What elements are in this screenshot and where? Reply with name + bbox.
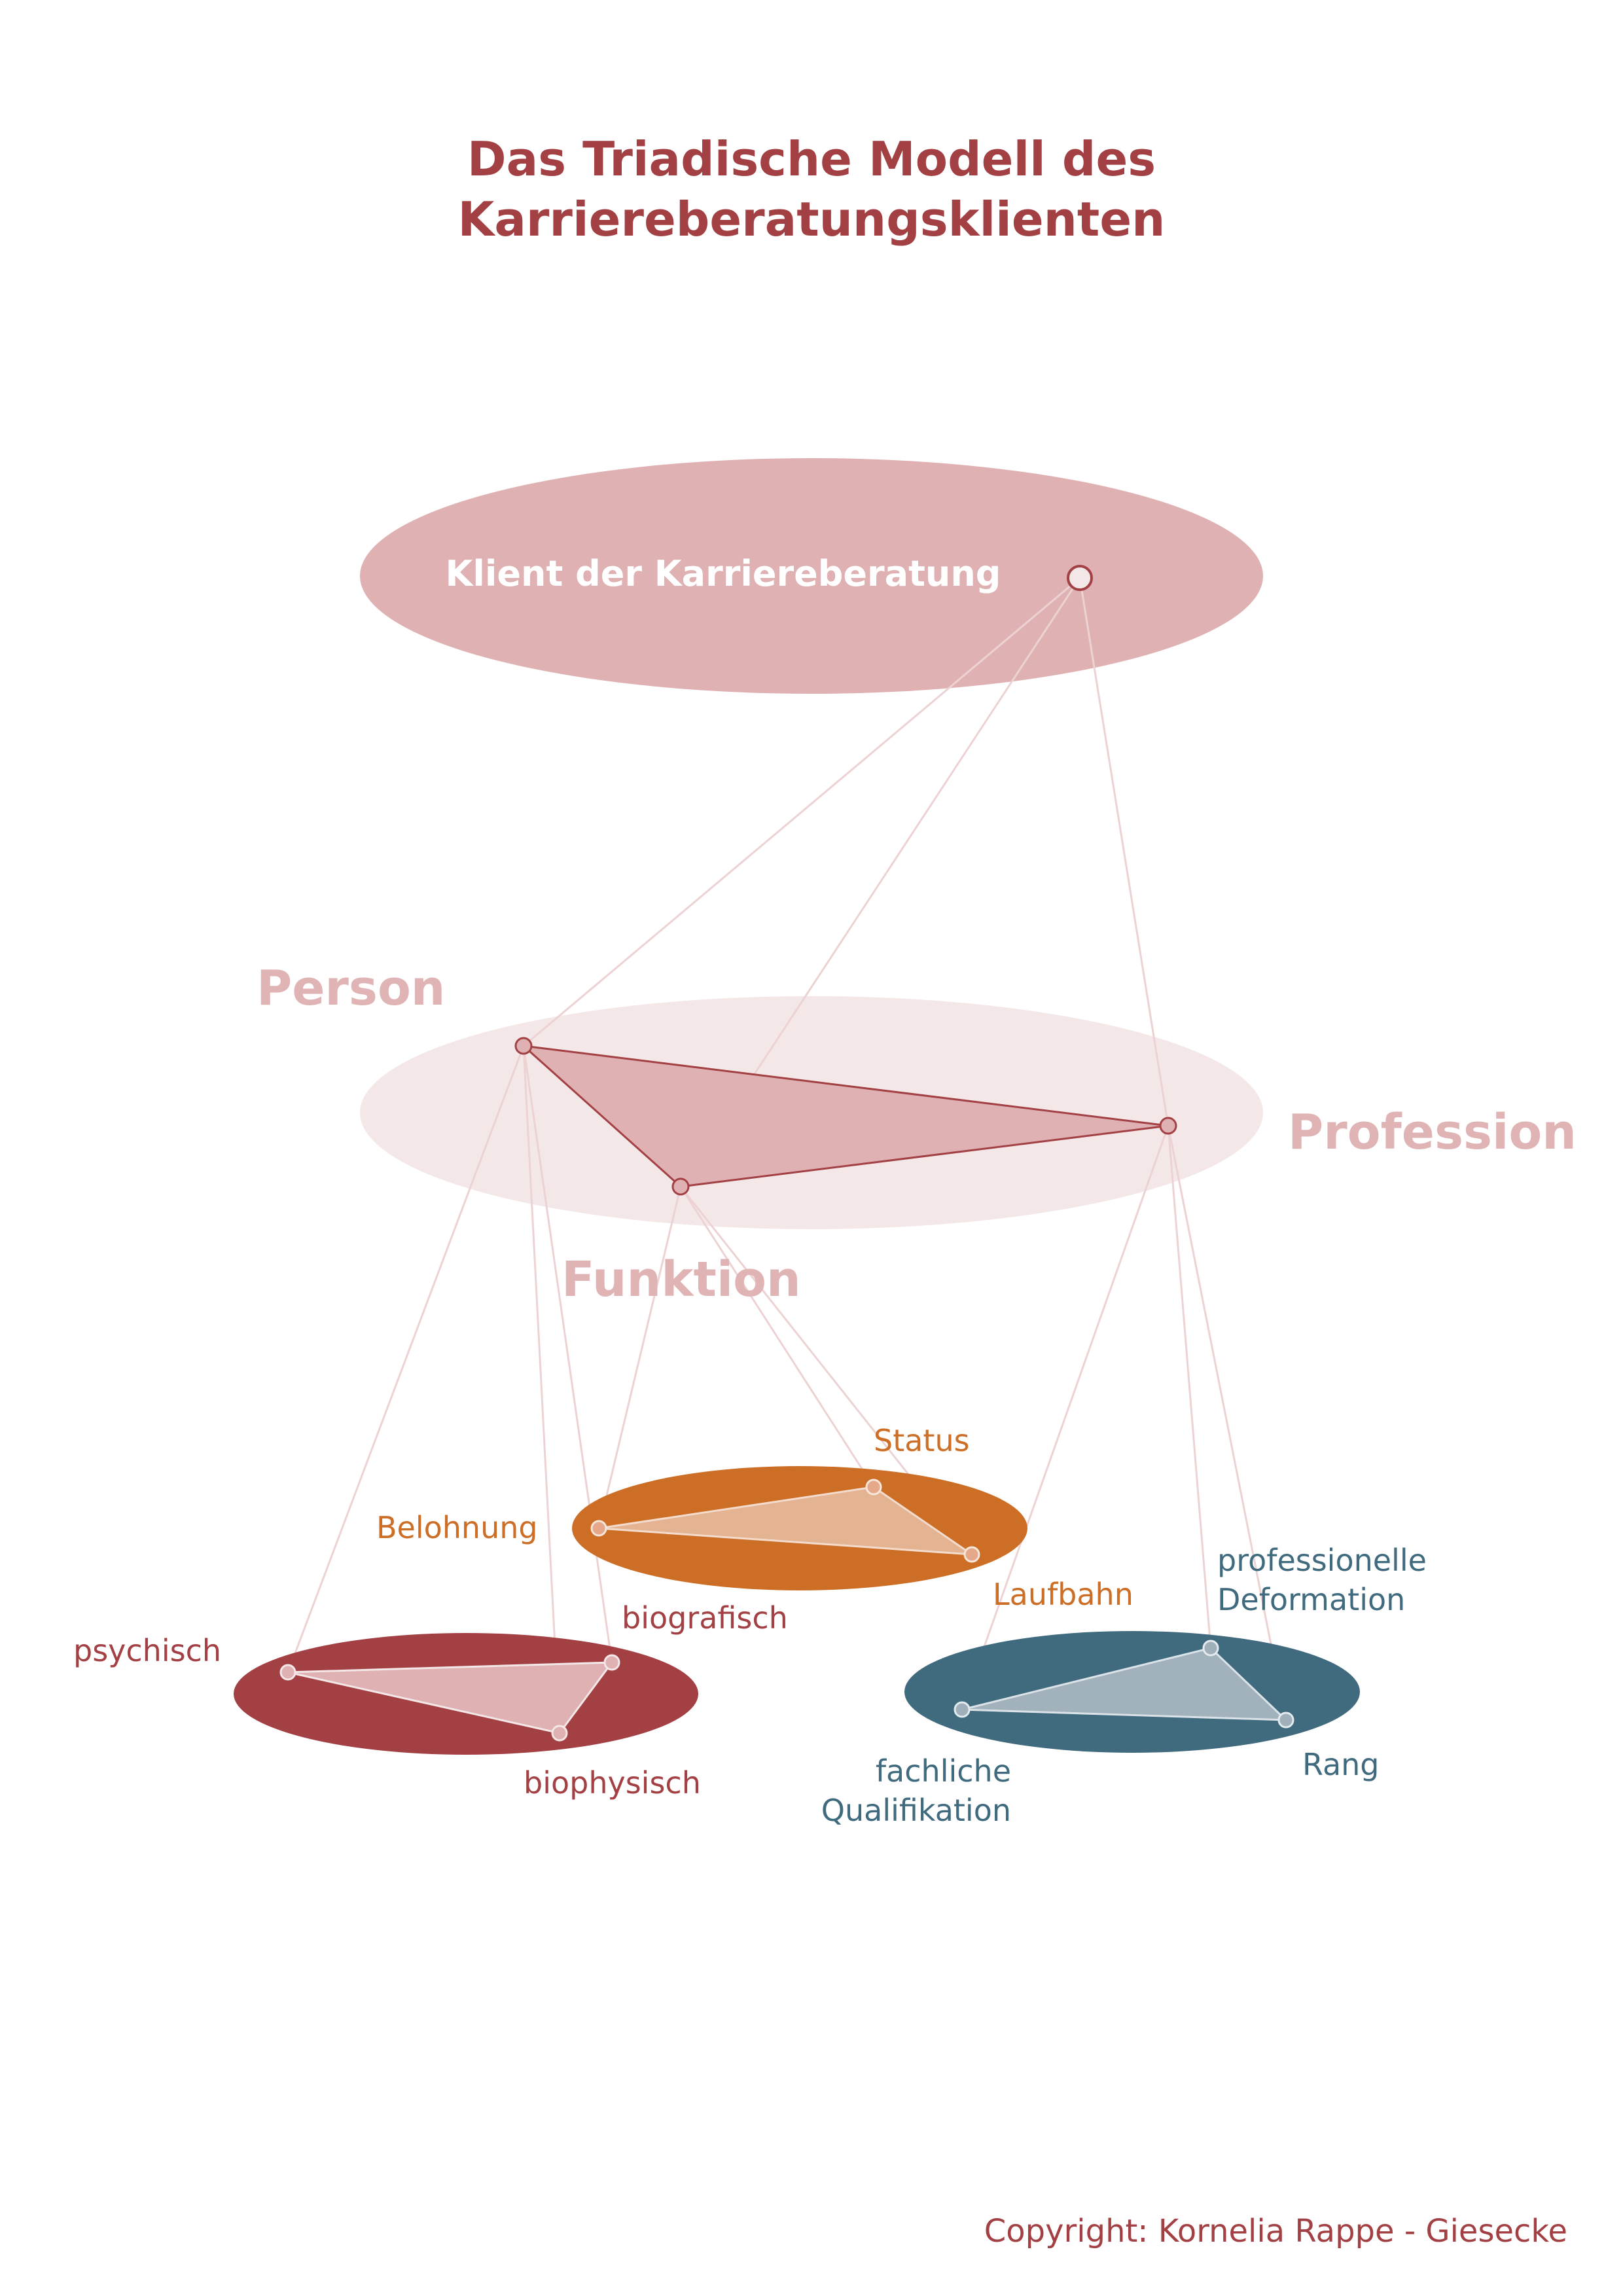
- copyright-text: Copyright: Kornelia Rappe - Giesecke: [984, 2213, 1567, 2250]
- connector-person-psychisch: [287, 1045, 525, 1673]
- profession-node: [1159, 1117, 1177, 1135]
- client-label: Klient der Karriereberatung: [446, 553, 1001, 594]
- funktion-label: Funktion: [562, 1251, 801, 1308]
- connector-profession-fachliche: [961, 1125, 1169, 1710]
- client-ellipse: [360, 458, 1263, 694]
- client-node: [1067, 565, 1093, 591]
- title-line-2: Karriereberatungsklienten: [458, 192, 1166, 247]
- connector-person-biophysisch: [522, 1045, 561, 1734]
- person-sub-triangle: [287, 1661, 615, 1734]
- psychisch-node: [279, 1664, 296, 1681]
- psychisch-label: psychisch: [73, 1633, 221, 1668]
- laufbahn-node: [963, 1546, 980, 1563]
- connector-client-person: [523, 577, 1080, 1047]
- connector-profession-professionelle: [1167, 1125, 1212, 1649]
- person-profession-funktion-triangle: [520, 1044, 1169, 1188]
- funktion-sub-triangle: [598, 1486, 976, 1556]
- connector-client-profession: [1079, 577, 1169, 1126]
- profession-label: Profession: [1288, 1104, 1577, 1160]
- connector-funktion-status: [679, 1186, 875, 1488]
- professionelle-deformation-node: [1202, 1640, 1219, 1657]
- rang-label: Rang: [1302, 1747, 1380, 1782]
- biophysisch-label: biophysisch: [524, 1765, 701, 1801]
- belohnung-node: [590, 1520, 607, 1537]
- laufbahn-label: Laufbahn: [993, 1577, 1133, 1612]
- profession-sub-triangle: [961, 1647, 1289, 1721]
- professionelle-label-line-2: Deformation: [1217, 1582, 1405, 1617]
- belohnung-label: Belohnung: [376, 1510, 538, 1545]
- funktion-node: [671, 1177, 690, 1196]
- person-label: Person: [257, 960, 445, 1016]
- connector-funktion-belohnung: [597, 1186, 682, 1529]
- status-node: [865, 1479, 882, 1496]
- person-node: [514, 1037, 533, 1055]
- connector-profession-rang: [1167, 1125, 1287, 1721]
- professionelle-label-line-1: professionelle: [1217, 1543, 1427, 1578]
- status-label: Status: [874, 1423, 970, 1458]
- title-line-1: Das Triadische Modell des: [467, 132, 1156, 187]
- biophysisch-node: [551, 1725, 568, 1742]
- biografisch-label: biografisch: [622, 1600, 788, 1636]
- rang-node: [1277, 1712, 1294, 1729]
- fachliche-label-line-1: fachliche: [876, 1753, 1011, 1789]
- fachliche-qualifikation-node: [954, 1701, 971, 1718]
- connector-person-biografisch: [522, 1045, 613, 1663]
- biografisch-node: [603, 1654, 620, 1671]
- fachliche-label-line-2: Qualifikation: [821, 1793, 1011, 1828]
